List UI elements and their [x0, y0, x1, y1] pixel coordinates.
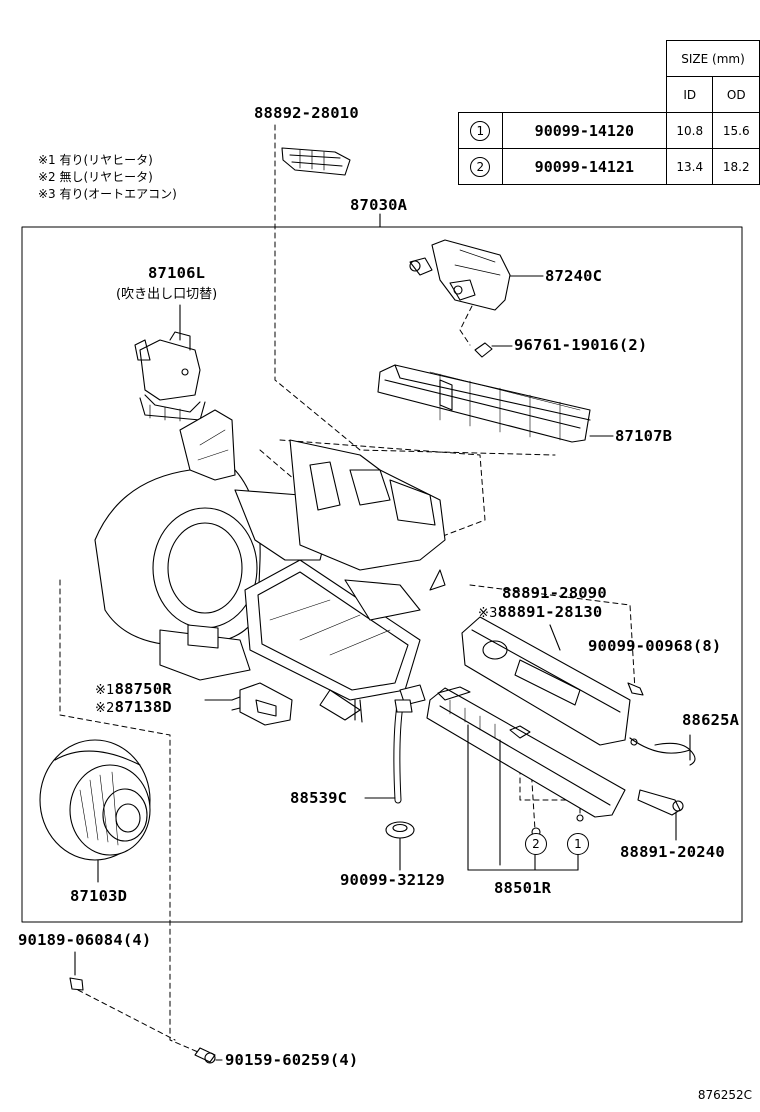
label-87106l: 87106L: [148, 264, 206, 282]
part-90099-00968: [627, 682, 644, 696]
note-2: ※2 無し(リヤヒータ): [38, 170, 153, 184]
ring-mark-2: 2: [470, 156, 491, 177]
part-90099-32129: [385, 821, 415, 871]
label-87240c: 87240C: [545, 267, 603, 285]
part-90189-06084: [69, 951, 84, 991]
table-row: 1 90099-14120 10.8 15.6: [458, 112, 760, 149]
part-88539c: [364, 699, 413, 804]
part-number: 90099-14121: [501, 148, 667, 185]
diagram-code: 876252C: [697, 1088, 752, 1102]
part-88750r: [204, 682, 293, 726]
part-number: 90099-14120: [501, 112, 667, 149]
part-96761: [474, 342, 493, 358]
id-header: ID: [665, 76, 714, 113]
label-87138d: ※287138D: [95, 698, 172, 716]
od-value: 15.6: [712, 112, 760, 149]
note-3: ※3 有り(オートエアコン): [38, 187, 177, 201]
label-88625a: 88625A: [682, 711, 740, 729]
label-88892-28010: 88892-28010: [254, 104, 359, 122]
part-88501r: [426, 686, 626, 871]
hose-size-table: SIZE (mm) ID OD 1 90099-14120 10.8 15.6 …: [458, 40, 760, 185]
table-row: 2 90099-14121 13.4 18.2: [458, 148, 760, 185]
part-87103d: [39, 739, 151, 883]
note-1: ※1 有り(リヤヒータ): [38, 153, 153, 167]
part-88891-28090: [461, 616, 631, 746]
label-88750r: ※188750R: [95, 680, 172, 698]
assembly-frame: [21, 226, 743, 923]
part-90159-60259: [194, 1047, 223, 1064]
label-90099-32129: 90099-32129: [340, 871, 445, 889]
label-88891-28130-number: 88891-28130: [497, 603, 603, 621]
part-87107b: [377, 364, 614, 443]
label-87106l-sub: (吹き出し口切替): [116, 287, 218, 302]
note-mark-1: ※1: [95, 683, 115, 698]
callout-ring-2: 2: [525, 833, 547, 855]
label-87107b: 87107B: [615, 427, 673, 445]
label-90159-60259: 90159-60259(4): [225, 1051, 359, 1069]
ring-mark-1: 1: [470, 120, 491, 141]
label-88539c: 88539C: [290, 789, 348, 807]
callout-ring-1: 1: [567, 833, 589, 855]
label-96761-19016: 96761-19016(2): [514, 336, 648, 354]
size-header: SIZE (mm): [665, 40, 760, 77]
label-90189-06084: 90189-06084(4): [18, 931, 152, 949]
od-header: OD: [712, 76, 760, 113]
part-88625a: [629, 734, 696, 766]
note-mark-3: ※3: [478, 606, 498, 621]
note-mark-2: ※2: [95, 701, 115, 716]
label-88501r: 88501R: [494, 879, 552, 897]
label-87138d-number: 87138D: [114, 698, 172, 716]
part-88892-28010: [281, 147, 351, 176]
label-88750r-number: 88750R: [114, 680, 172, 698]
o-ring-1: [576, 814, 584, 822]
label-88891-20240: 88891-20240: [620, 843, 725, 861]
part-87106l: [134, 304, 206, 422]
label-87103d: 87103D: [70, 887, 128, 905]
label-88891-28090: 88891-28090: [502, 584, 607, 602]
footnotes: ※1 有り(リヤヒータ) ※2 無し(リヤヒータ) ※3 有り(オートエアコン): [38, 152, 177, 203]
part-88891-20240: [637, 789, 684, 841]
id-value: 10.8: [665, 112, 714, 149]
heater-unit-housing: [94, 409, 446, 723]
id-value: 13.4: [665, 148, 714, 185]
label-90099-00968: 90099-00968(8): [588, 637, 722, 655]
part-87240c: [409, 239, 544, 311]
label-88891-28130: ※388891-28130: [478, 603, 603, 621]
label-87030a: 87030A: [350, 196, 408, 214]
od-value: 18.2: [712, 148, 760, 185]
